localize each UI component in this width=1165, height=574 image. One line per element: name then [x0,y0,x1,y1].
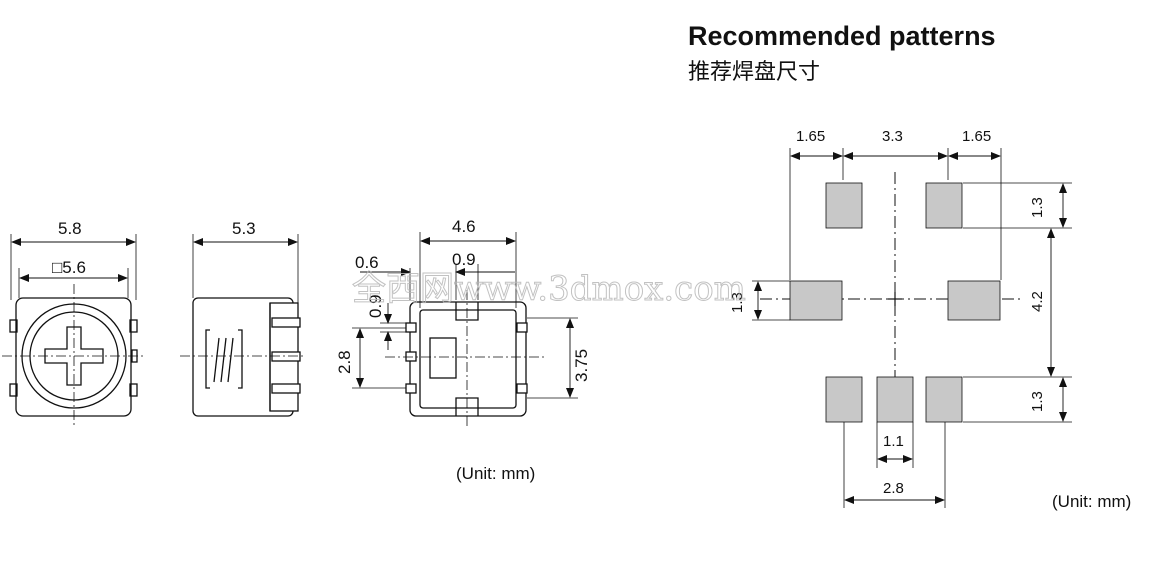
pattern-unit-label: (Unit: mm) [1052,492,1131,511]
pad-pattern [760,172,1022,423]
pad-right [947,280,1001,321]
side-view [180,234,306,417]
cross-slot [44,326,104,386]
pad-bottom-center [876,376,914,423]
recommended-subtitle: 推荐焊盘尺寸 [688,60,820,85]
bottom-view [352,232,578,428]
dim-left-height: 1.3 [729,292,746,313]
bottom-d2-label: 0.9 [452,250,476,269]
bottom-d1-label: 0.6 [355,253,379,272]
recommended-title: Recommended patterns [688,21,996,51]
pad-bottom-right [925,376,963,423]
bottom-d5-label: 3.75 [572,349,591,382]
front-width-label: 5.8 [58,219,82,238]
pad-bottom-left [825,376,863,423]
front-view [2,234,146,428]
side-width-label: 5.3 [232,219,256,238]
bottom-d3-label: 0.9 [366,294,385,318]
front-inner-label: □5.6 [52,258,86,277]
dim-center-pad-width: 1.1 [883,433,904,450]
body-outline [15,297,132,417]
dim-bottom-height: 1.3 [1029,391,1046,412]
outline-unit-label: (Unit: mm) [456,464,535,483]
dim-left-width: 1.65 [796,128,825,145]
dim-bottom-span: 2.8 [883,480,904,497]
bottom-d4-label: 2.8 [335,350,354,374]
pattern-dimensions [752,148,1072,508]
bottom-outer [409,301,527,417]
watermark-text: 全西网www.3dmox.com [352,269,746,309]
pad-top-right [925,182,963,229]
pad-top-left [825,182,863,229]
dim-top-height: 1.3 [1029,197,1046,218]
bottom-width-label: 4.6 [452,217,476,236]
dim-right-width: 1.65 [962,128,991,145]
dim-center-height: 4.2 [1029,291,1046,312]
pad-left [789,280,843,321]
dim-mid-width: 3.3 [882,128,903,145]
